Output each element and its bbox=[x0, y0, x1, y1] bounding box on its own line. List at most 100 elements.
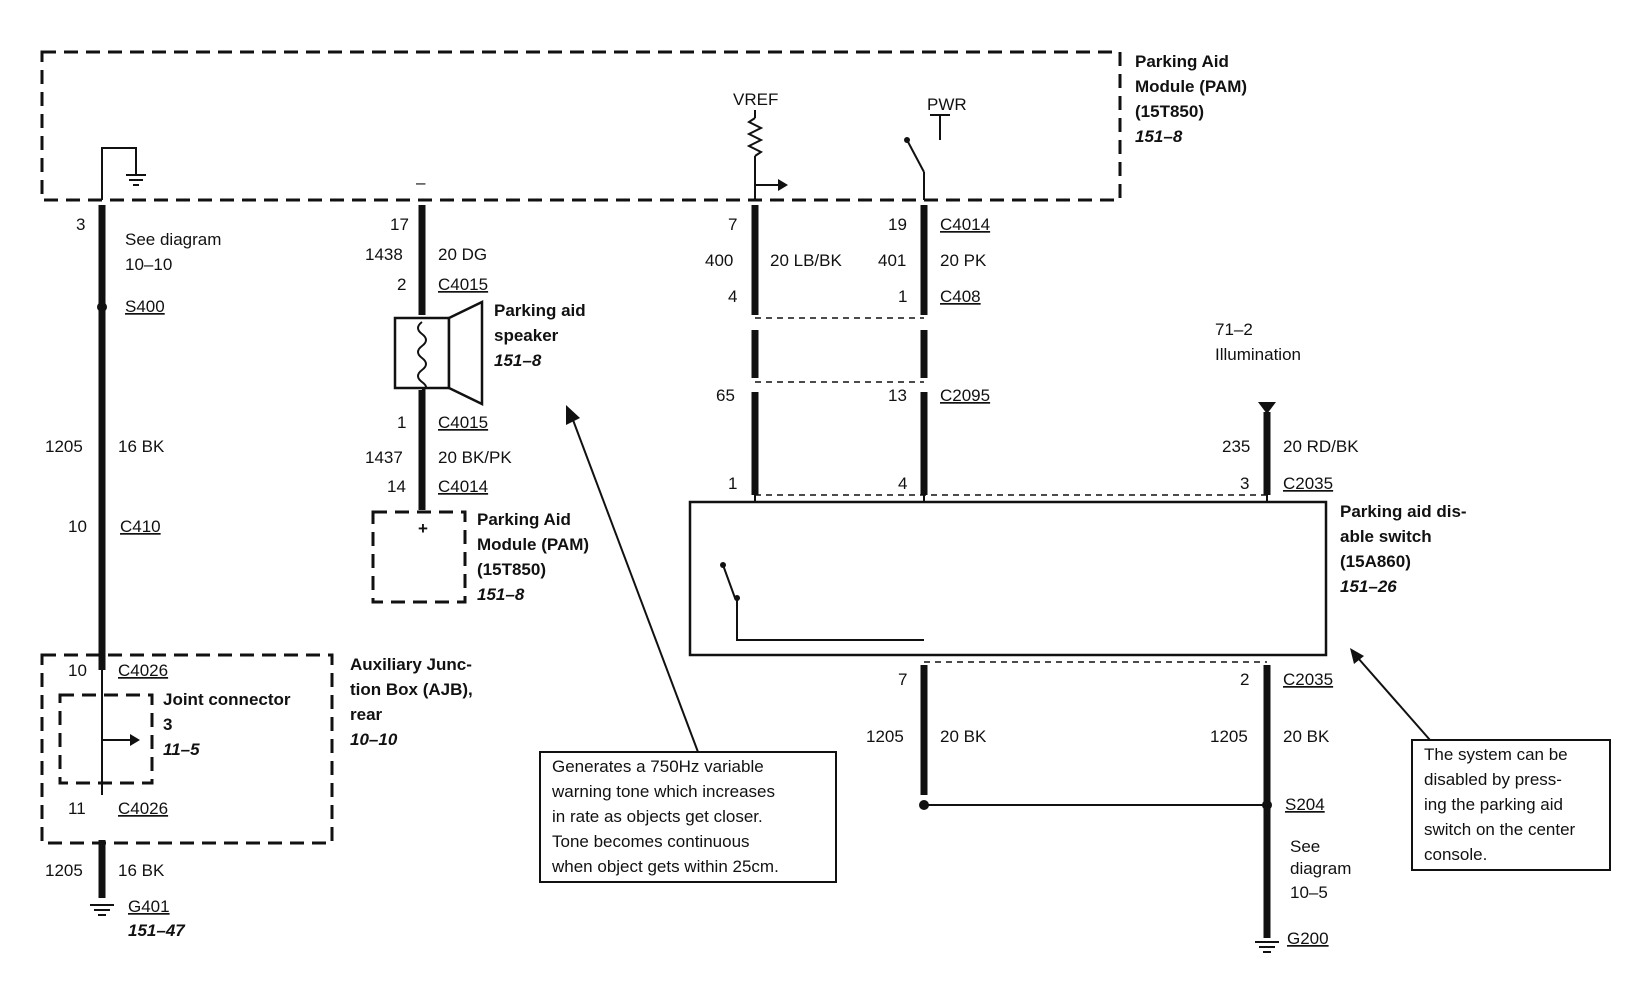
splice-s400-dot bbox=[97, 302, 107, 312]
joint-num: 3 bbox=[163, 715, 172, 734]
c2-c4015-pin-b: 1 bbox=[397, 413, 406, 432]
system-note-line: switch on the center bbox=[1424, 820, 1576, 839]
ajb-ref: 10–10 bbox=[350, 730, 398, 749]
pam-small-part: (15T850) bbox=[477, 560, 546, 579]
switch-part: (15A860) bbox=[1340, 552, 1411, 571]
disable-switch-outline bbox=[688, 500, 1328, 657]
system-note-line: console. bbox=[1424, 845, 1487, 864]
c3-c408-pin: 4 bbox=[728, 287, 737, 306]
c4-c2095-pin: 13 bbox=[888, 386, 907, 405]
joint-name: Joint connector bbox=[163, 690, 291, 709]
speaker-name2: speaker bbox=[494, 326, 559, 345]
c4-c408-pin: 1 bbox=[898, 287, 907, 306]
c2-circuit: 1438 bbox=[365, 245, 403, 264]
joint-ref: 11–5 bbox=[163, 740, 200, 759]
c5-circuit: 235 bbox=[1222, 437, 1250, 456]
system-note-box bbox=[1411, 739, 1611, 871]
tone-note-line: Generates a 750Hz variable bbox=[552, 757, 764, 776]
pam-small-ref: 151–8 bbox=[477, 585, 525, 604]
c2-c4015-b: C4015 bbox=[438, 413, 488, 432]
tone-note-line: when object gets within 25cm. bbox=[551, 857, 779, 876]
vref-label: VREF bbox=[733, 90, 778, 109]
tone-note-box bbox=[539, 751, 837, 883]
c4-wire-b: 20 BK bbox=[940, 727, 987, 746]
c5-c2035-pin: 3 bbox=[1240, 474, 1249, 493]
tone-note-arrow bbox=[572, 419, 699, 753]
pam-top-name: Parking Aid bbox=[1135, 52, 1229, 71]
c1-c4026-a: C4026 bbox=[118, 661, 168, 680]
c1-splice: S400 bbox=[125, 297, 165, 316]
speaker-ref: 151–8 bbox=[494, 351, 542, 370]
ajb-name3: rear bbox=[350, 705, 383, 724]
c1-pin-top: 3 bbox=[76, 215, 85, 234]
c4-c4014-pin: 19 bbox=[888, 215, 907, 234]
pwr-label: PWR bbox=[927, 95, 967, 114]
column-speaker-circuit bbox=[393, 205, 484, 510]
c1-ground-ref: 151–47 bbox=[128, 921, 186, 940]
c2-c4014: C4014 bbox=[438, 477, 488, 496]
c5-c2035: C2035 bbox=[1283, 474, 1333, 493]
c2-wire: 20 DG bbox=[438, 245, 487, 264]
c3-circuit: 400 bbox=[705, 251, 733, 270]
c1-wire-b: 16 BK bbox=[118, 861, 165, 880]
c1-wire: 16 BK bbox=[118, 437, 165, 456]
c5-c2035-b: C2035 bbox=[1283, 670, 1333, 689]
pam-top-part: (15T850) bbox=[1135, 102, 1204, 121]
system-note-line: ing the parking aid bbox=[1424, 795, 1563, 814]
pam-top-name2: Module (PAM) bbox=[1135, 77, 1247, 96]
c2-c4014-pin: 14 bbox=[387, 477, 406, 496]
ajb-outline bbox=[40, 653, 334, 845]
system-note-line: disabled by press- bbox=[1424, 770, 1562, 789]
c4-c408: C408 bbox=[940, 287, 981, 306]
c5-wire: 20 RD/BK bbox=[1283, 437, 1359, 456]
pam-small-name2: Module (PAM) bbox=[477, 535, 589, 554]
illum-label: Illumination bbox=[1215, 345, 1301, 364]
switch-ref: 151–26 bbox=[1340, 577, 1397, 596]
c5-ground: G200 bbox=[1287, 929, 1329, 948]
c4-c4014: C4014 bbox=[940, 215, 990, 234]
pam-top-ref: 151–8 bbox=[1135, 127, 1183, 146]
c2-wire-b: 20 BK/PK bbox=[438, 448, 512, 467]
c1-c4026-pin-b: 11 bbox=[68, 799, 86, 818]
c1-c4026-b: C4026 bbox=[118, 799, 168, 818]
c3-pin-top: 7 bbox=[728, 215, 737, 234]
speaker-terminal: – bbox=[416, 173, 426, 192]
tone-note-line: in rate as objects get closer. bbox=[552, 807, 763, 826]
c5-see3: 10–5 bbox=[1290, 883, 1328, 902]
c1-c4026-pin-a: 10 bbox=[68, 661, 87, 680]
c5-see1: See bbox=[1290, 837, 1320, 856]
speaker-body bbox=[393, 316, 451, 390]
switch-name2: able switch bbox=[1340, 527, 1432, 546]
pam-small-terminal: + bbox=[418, 519, 428, 538]
c5-wire-b: 20 BK bbox=[1283, 727, 1330, 746]
column-illumination-circuit bbox=[1250, 402, 1284, 953]
switch-contact bbox=[720, 562, 924, 641]
c4-circuit-b: 1205 bbox=[866, 727, 904, 746]
c1-circuit: 1205 bbox=[45, 437, 83, 456]
c2-circuit-b: 1437 bbox=[365, 448, 403, 467]
c1-see2: 10–10 bbox=[125, 255, 172, 274]
column-ground-circuit bbox=[90, 147, 146, 916]
system-note-arrow bbox=[1357, 657, 1431, 741]
c1-ground: G401 bbox=[128, 897, 170, 916]
c2-pin-top: 17 bbox=[390, 215, 409, 234]
pam-small-name: Parking Aid bbox=[477, 510, 571, 529]
c1-c410: C410 bbox=[120, 517, 161, 536]
c3-c2035-pin: 1 bbox=[728, 474, 737, 493]
c5-see2: diagram bbox=[1290, 859, 1351, 878]
c2-c4015-pin-a: 2 bbox=[397, 275, 406, 294]
illum-ref: 71–2 bbox=[1215, 320, 1253, 339]
joint-connector-outline bbox=[58, 693, 154, 785]
tone-note-line: warning tone which increases bbox=[551, 782, 775, 801]
c5-c2035-pin-b: 2 bbox=[1240, 670, 1249, 689]
c4-c2035-pin: 4 bbox=[898, 474, 907, 493]
c3-c2095-pin: 65 bbox=[716, 386, 735, 405]
pam-small-outline bbox=[371, 510, 467, 604]
system-note-line: The system can be bbox=[1424, 745, 1568, 764]
pam-module-outline bbox=[40, 50, 1122, 202]
switch-name: Parking aid dis- bbox=[1340, 502, 1467, 521]
c1-circuit-b: 1205 bbox=[45, 861, 83, 880]
ajb-name: Auxiliary Junc- bbox=[350, 655, 472, 674]
column-vref-circuit bbox=[746, 110, 788, 568]
